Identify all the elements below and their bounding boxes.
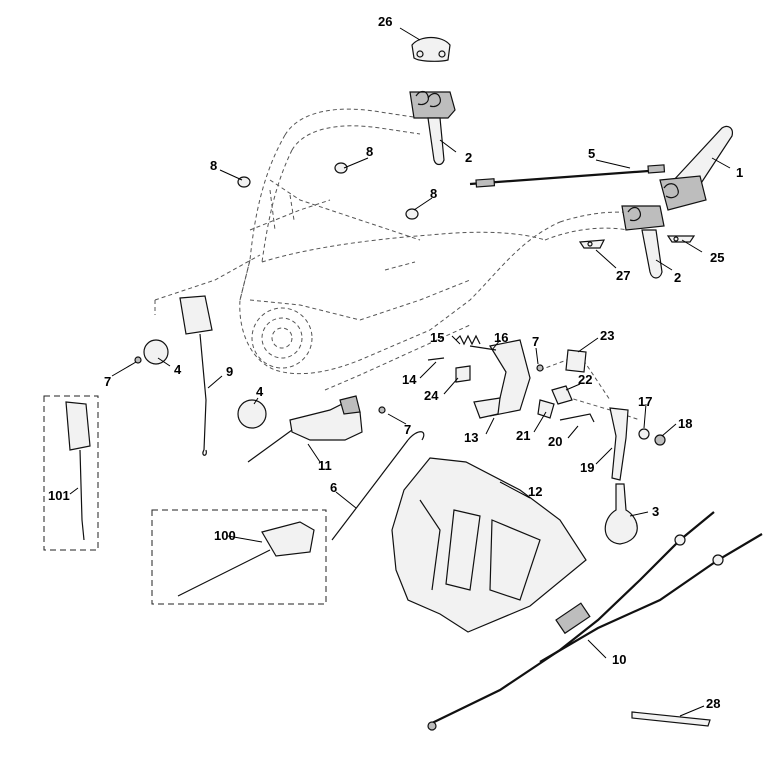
part-4-knobs [143,339,267,429]
part-28-strap [631,711,711,727]
callout-19: 19 [580,460,594,475]
part-10-cable [427,511,763,731]
part-27-clip [578,239,606,249]
callout-101: 101 [48,488,70,503]
callout-22: 22 [578,372,592,387]
part-1-lever [659,125,733,211]
part-26-cap [411,36,451,62]
callout-12: 12 [528,484,542,499]
callout-2-upper: 2 [465,150,472,165]
callout-1: 1 [736,165,743,180]
leader-lines [69,27,731,717]
callout-8-middle: 8 [366,144,373,159]
part-7-nuts [134,356,544,414]
callout-20: 20 [548,434,562,449]
callout-100: 100 [214,528,236,543]
callout-18: 18 [678,416,692,431]
part-12-shroud [391,457,587,633]
callout-26: 26 [378,14,392,29]
callout-28: 28 [706,696,720,711]
part-101-box [43,395,99,551]
callout-23: 23 [600,328,614,343]
callout-25: 25 [710,250,724,265]
callout-14: 14 [402,372,417,387]
callout-15: 15 [430,330,444,345]
part-3-knob [604,483,638,545]
callout-8-right: 8 [430,186,437,201]
callout-3: 3 [652,504,659,519]
callout-4-center: 4 [256,384,264,399]
part-2-lever-right [621,205,665,279]
part-5-rod [469,164,666,188]
callout-7-left: 7 [104,374,111,389]
callout-24: 24 [424,388,439,403]
callout-27: 27 [616,268,630,283]
part-25-clip [666,235,696,243]
callout-13: 13 [464,430,478,445]
callout-4-left: 4 [174,362,182,377]
callout-2-right: 2 [674,270,681,285]
callout-6: 6 [330,480,337,495]
callout-9: 9 [226,364,233,379]
callout-8-left: 8 [210,158,217,173]
part-6-rod [331,431,425,541]
callout-21: 21 [516,428,530,443]
part-8-knobs [237,162,419,220]
callout-5: 5 [588,146,595,161]
callout-labels: 26 2 1 5 8 8 8 2 27 25 7 4 9 4 11 7 6 12… [48,14,743,711]
linkage-assembly [427,334,666,481]
callout-10: 10 [612,652,626,667]
callout-17: 17 [638,394,652,409]
part-2-lever-upper [409,90,456,166]
callout-11: 11 [318,458,332,473]
callout-7-right: 7 [532,334,539,349]
part-100-box [151,509,327,605]
callout-16: 16 [494,330,508,345]
callout-7-center: 7 [404,422,411,437]
part-11-control [247,395,363,463]
part-9-cable [179,295,213,456]
